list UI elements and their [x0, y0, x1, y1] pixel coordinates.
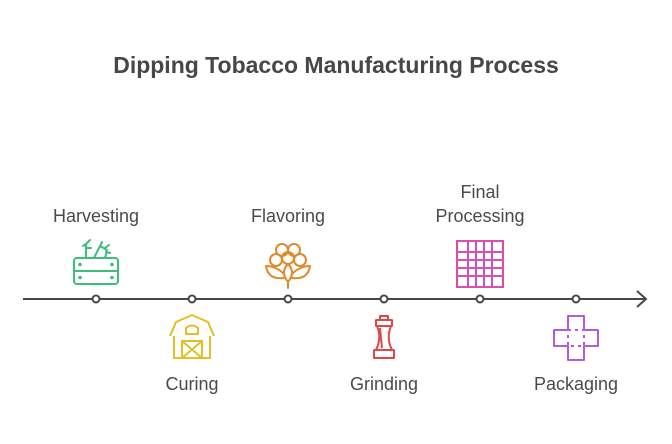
barn-icon: [169, 314, 215, 359]
cross-package-icon: [553, 315, 599, 361]
step-label-line-2: Processing: [435, 206, 525, 226]
timeline-arrowhead: [636, 290, 648, 308]
step-label-flavoring: Flavoring: [250, 206, 326, 226]
step-label-curing: Curing: [165, 374, 219, 394]
step-label-final-processing: Final Processing: [400, 180, 560, 228]
vegetable-crate-icon: [73, 239, 119, 285]
grinder-icon: [373, 315, 395, 359]
timeline-dot: [187, 294, 197, 304]
timeline-dot: [571, 294, 581, 304]
step-label-line-1: Final: [460, 182, 500, 202]
grid-mesh-icon: [456, 240, 504, 288]
step-label-packaging: Packaging: [533, 374, 619, 394]
timeline-dot: [283, 294, 293, 304]
timeline-dot: [91, 294, 101, 304]
step-label-harvesting: Harvesting: [52, 206, 140, 226]
diagram-title: Dipping Tobacco Manufacturing Process: [113, 52, 559, 78]
step-label-grinding: Grinding: [349, 374, 419, 394]
cotton-flower-icon: [265, 243, 311, 289]
timeline-dot: [475, 294, 485, 304]
timeline-dot: [379, 294, 389, 304]
